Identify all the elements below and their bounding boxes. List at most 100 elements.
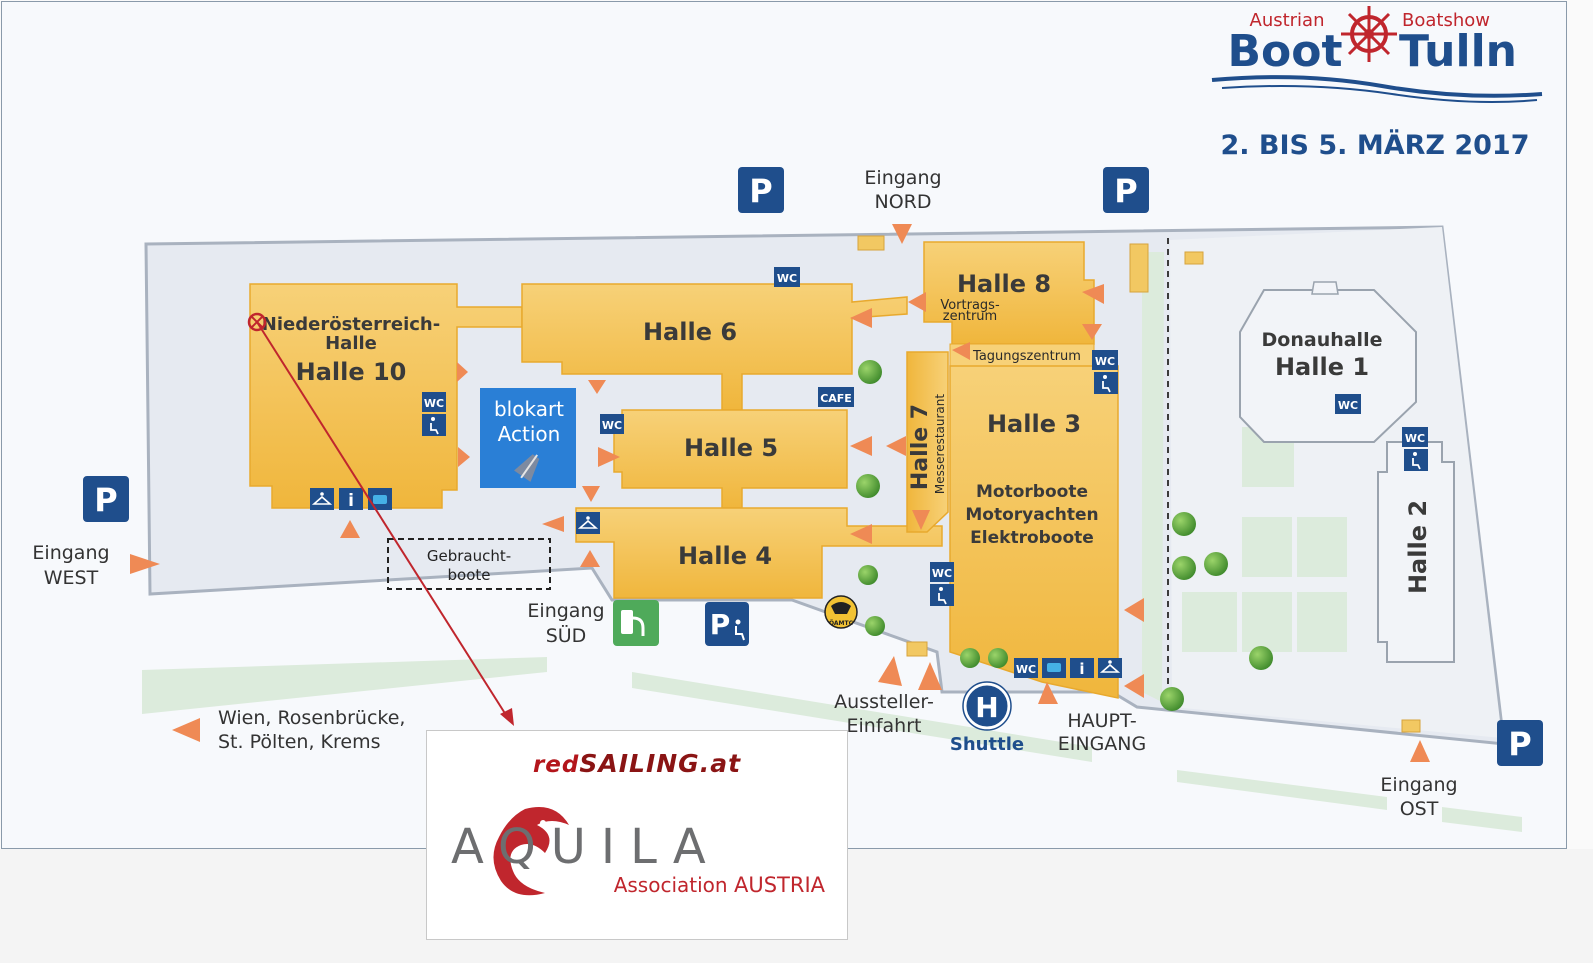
wc-icon: WC <box>422 392 446 412</box>
svg-text:Boatshow: Boatshow <box>1402 10 1490 31</box>
blokart-label-2: Action <box>498 422 561 446</box>
aquila-austria: AUSTRIA <box>733 873 825 897</box>
shuttle-stop-icon: H <box>962 681 1012 731</box>
used-boats-label-2: boote <box>448 566 491 584</box>
svg-text:P: P <box>94 481 117 519</box>
info-icon: i <box>1070 658 1094 678</box>
svg-text:WC: WC <box>1338 399 1358 412</box>
lecture-center-label-2: zentrum <box>943 309 997 324</box>
hall-10-label: Halle 10 <box>296 358 407 386</box>
info-icon: i <box>339 488 363 511</box>
oeamtc-icon: ÖAMTC <box>824 595 858 629</box>
hall-3-line-2: Motoryachten <box>965 505 1098 525</box>
hall-1-label-top: Donauhalle <box>1262 329 1383 351</box>
entrance-south-label-1: Eingang <box>527 600 604 622</box>
hall-3-label: Halle 3 <box>987 410 1081 438</box>
boatshow-logo: Austrian Boatshow Boot Tulln <box>1211 6 1543 103</box>
redsailing-logo: redSAILING.at <box>427 749 847 778</box>
wc-icon: WC <box>600 414 624 434</box>
used-boats-label-1: Gebraucht- <box>427 547 511 565</box>
entrance-north-label-1: Eingang <box>864 167 941 189</box>
wc-icon: WC <box>1402 427 1428 447</box>
wheelchair-icon <box>930 584 954 606</box>
directions-line-1: Wien, Rosenbrücke, <box>218 707 405 729</box>
conference-center-label: Tagungszentrum <box>972 349 1081 364</box>
svg-text:WC: WC <box>1016 663 1036 676</box>
hall-1-donauhalle <box>1239 289 1417 443</box>
parking-sign: P <box>83 476 129 522</box>
wc-icon: WC <box>1092 350 1118 370</box>
svg-text:i: i <box>1079 660 1084 678</box>
parking-sign: P <box>738 167 784 213</box>
svg-text:WC: WC <box>1095 355 1115 368</box>
svg-text:P: P <box>1114 172 1137 210</box>
hall-2 <box>1377 441 1455 663</box>
hall-10-top-label: Niederösterreich- <box>262 314 440 335</box>
entrance-west-label-2: WEST <box>44 567 99 589</box>
east-lawns <box>1182 427 1347 652</box>
hall-10-mid-label: Halle <box>325 333 377 354</box>
hall-2-label: Halle 2 <box>1404 500 1432 594</box>
svg-text:WC: WC <box>1405 432 1425 445</box>
svg-text:Austrian: Austrian <box>1250 10 1325 31</box>
floor-plan-frame: Gebraucht- boote blokart Action Niederös… <box>1 1 1567 849</box>
wheelchair-icon <box>1094 372 1118 394</box>
svg-text:P: P <box>1508 725 1531 763</box>
cloakroom-icon <box>576 512 600 534</box>
wc-icon: WC <box>1014 658 1038 678</box>
svg-text:P: P <box>710 608 731 641</box>
entrance-north-label-2: NORD <box>875 191 932 213</box>
hall-5-label: Halle 5 <box>684 434 778 462</box>
accessible-parking-sign: P <box>705 602 749 646</box>
svg-text:Tulln: Tulln <box>1399 26 1517 77</box>
ev-charging-icon <box>613 600 659 646</box>
aquila-association: Association <box>613 873 728 897</box>
hall-7-label: Halle 7 <box>908 404 933 490</box>
wc-icon: WC <box>774 267 800 287</box>
parking-sign: P <box>1497 720 1543 766</box>
svg-text:i: i <box>348 491 354 511</box>
svg-text:ÖAMTC: ÖAMTC <box>829 620 854 627</box>
svg-text:WC: WC <box>602 419 622 432</box>
atm-icon <box>368 488 392 510</box>
svg-text:WC: WC <box>932 567 952 580</box>
sponsor-logo-box: redSAILING.at AQUILA Association AUSTRIA <box>426 730 848 940</box>
directions-line-2: St. Pölten, Krems <box>218 731 380 753</box>
trees <box>856 360 1273 711</box>
wc-icon: WC <box>1335 394 1361 414</box>
event-dates: 2. BIS 5. MÄRZ 2017 <box>1220 129 1529 161</box>
hall-8-label: Halle 8 <box>957 270 1051 298</box>
entrance-south-label-2: SÜD <box>546 624 587 647</box>
aquila-subtitle: Association AUSTRIA <box>614 873 825 897</box>
svg-text:WC: WC <box>424 397 444 410</box>
hall-3-line-1: Motorboote <box>976 482 1088 502</box>
redsailing-red: red <box>532 752 580 778</box>
hall-1-label: Halle 1 <box>1275 353 1369 381</box>
redsailing-sailing: SAILING.at <box>579 749 742 778</box>
svg-text:CAFE: CAFE <box>820 392 852 405</box>
exhibitor-drive-label-1: Aussteller- <box>834 691 934 713</box>
road-strip-south <box>142 657 547 714</box>
cloakroom-icon <box>310 488 334 510</box>
cloakroom-icon <box>1098 658 1122 678</box>
entrance-west-label-1: Eingang <box>32 542 109 564</box>
parking-sign: P <box>1103 167 1149 213</box>
hall-7 <box>906 351 949 533</box>
main-entrance-label-1: HAUPT- <box>1067 710 1136 732</box>
svg-text:Boot: Boot <box>1227 26 1342 77</box>
eagle-icon <box>493 807 569 896</box>
hall-4-label: Halle 4 <box>678 542 772 570</box>
fairground-map: Gebraucht- boote blokart Action Niederös… <box>32 6 1543 832</box>
svg-text:WC: WC <box>777 272 797 285</box>
atm-icon <box>1042 658 1066 678</box>
restaurant-label: Messerestaurant <box>933 394 947 494</box>
blokart-label-1: blokart <box>494 397 564 421</box>
svg-text:P: P <box>749 172 772 210</box>
hall-3-line-3: Elektroboote <box>970 528 1094 548</box>
exhibitor-drive-label-2: Einfahrt <box>847 715 922 737</box>
entrance-east-label-1: Eingang <box>1380 774 1457 796</box>
svg-text:H: H <box>975 691 998 724</box>
cafe-icon: CAFE <box>818 387 854 407</box>
aquila-wordmark: AQUILA <box>451 819 721 875</box>
lecture-center-label-1: Vortrags- <box>940 298 1000 313</box>
